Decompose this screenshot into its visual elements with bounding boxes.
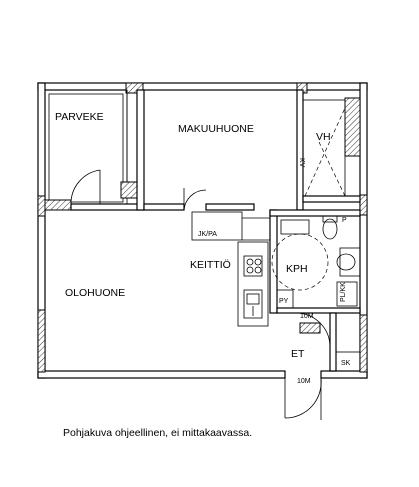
room-label-et: ET [291,348,305,360]
fixture-label-py: PY [279,298,289,305]
balcony [44,89,144,211]
fixture-label-jkpa: JK/PA [198,231,217,238]
fixture-label-plkk: PL/KK [340,282,347,302]
outer-walls [37,82,368,379]
room-label-vh: VH [316,131,331,143]
bedroom [136,89,304,211]
entrance [284,312,361,420]
walk-in-closet: KV [298,99,361,203]
plan-caption: Pohjakuva ohjeellinen, ei mittakaavassa. [63,427,253,439]
room-label-kph: KPH [286,263,308,275]
fixture-label-10m-bottom: 10M [297,378,311,385]
fixture-label-sk: SK [341,360,351,367]
room-label-makuuhuone: MAKUUHUONE [178,123,254,135]
kph-p-label: P [342,217,347,224]
room-label-olohuone: OLOHUONE [65,287,125,299]
room-label-parveke: PARVEKE [55,111,104,123]
kv-label: KV [298,158,305,168]
bathroom: P [269,209,361,314]
fixture-label-10m-top: 10M [300,313,314,320]
room-label-keittio: KEITTIÖ [190,259,231,271]
kitchen [191,211,270,327]
